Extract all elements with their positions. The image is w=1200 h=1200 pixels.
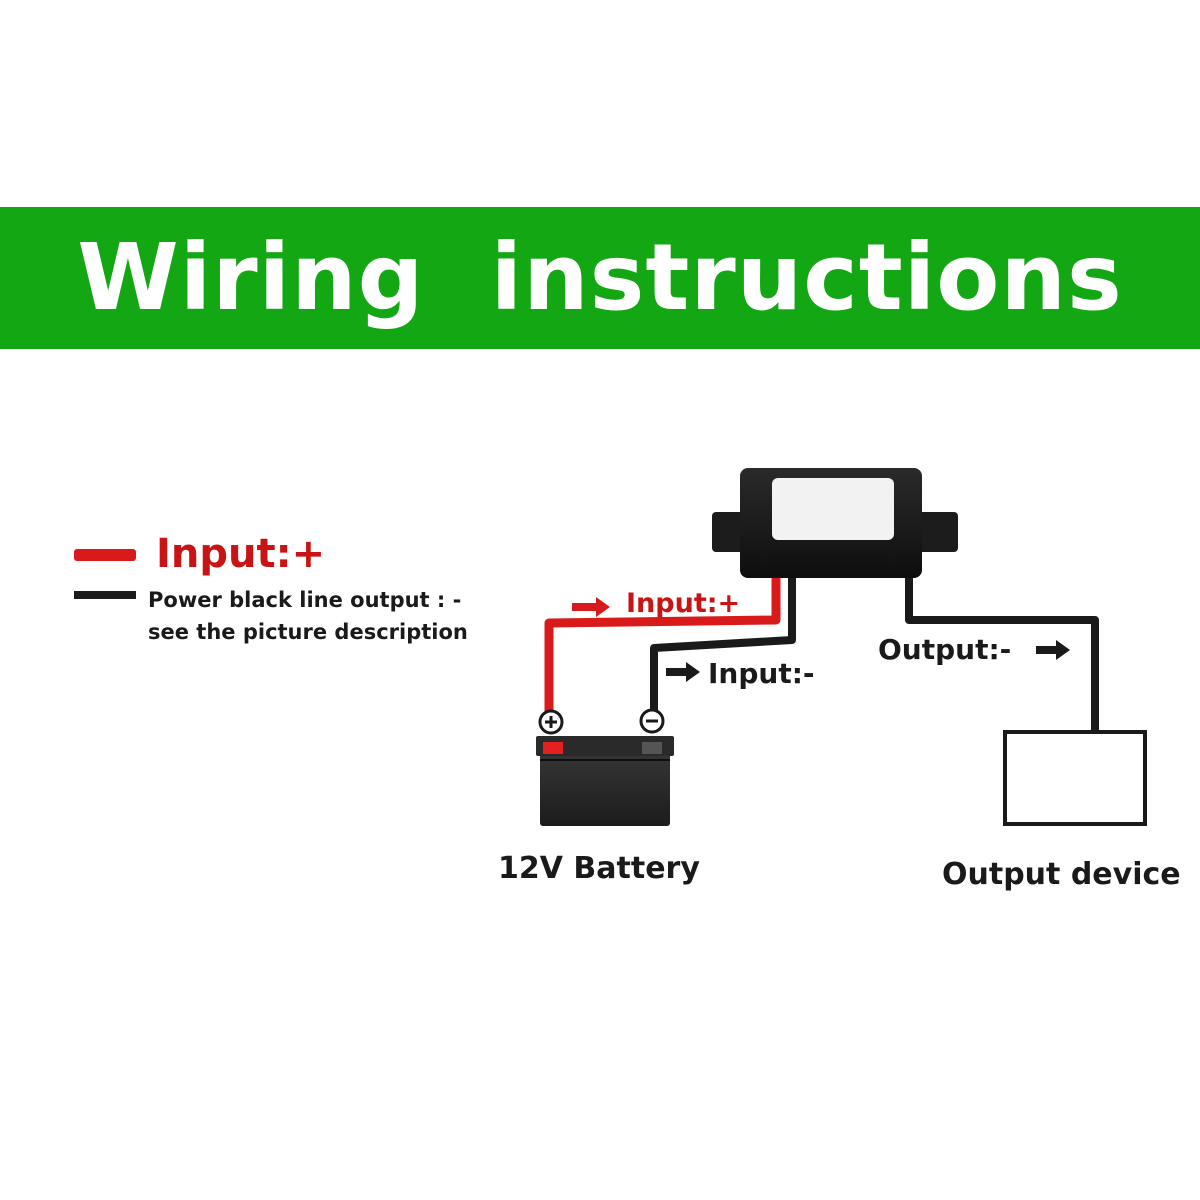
legend-black-text-2: see the picture description bbox=[148, 620, 468, 644]
legend-red-line bbox=[74, 549, 136, 561]
battery-positive-post bbox=[543, 742, 563, 754]
page-title: Wiring instructions bbox=[77, 224, 1123, 331]
battery-negative-post bbox=[642, 742, 662, 754]
output-device-box bbox=[1003, 730, 1147, 826]
input-minus-label: Input:- bbox=[708, 657, 815, 690]
minus-terminal-icon bbox=[639, 708, 665, 734]
converter-module bbox=[712, 468, 958, 578]
arrow-right-icon bbox=[572, 597, 610, 617]
module-right-tab bbox=[914, 512, 958, 552]
arrow-right-icon bbox=[1036, 640, 1070, 660]
arrow-right-icon bbox=[666, 662, 700, 682]
battery bbox=[536, 708, 674, 826]
plus-terminal-icon bbox=[538, 709, 564, 735]
output-device-label: Output device bbox=[942, 857, 1181, 892]
wire-labels: Input:+ Input:- Output:- bbox=[572, 588, 1070, 690]
battery-label: 12V Battery bbox=[498, 851, 700, 886]
legend-black-text-1: Power black line output : - bbox=[148, 588, 461, 612]
input-plus-label: Input:+ bbox=[626, 588, 740, 619]
legend: Input:+ Power black line output : - see … bbox=[74, 531, 468, 644]
black-input-wire bbox=[650, 578, 796, 716]
legend-input-plus-label: Input:+ bbox=[156, 531, 325, 577]
battery-body bbox=[540, 740, 670, 826]
wires bbox=[544, 578, 1099, 732]
red-input-wire bbox=[544, 578, 781, 714]
legend-black-line bbox=[74, 591, 136, 599]
output-minus-label: Output:- bbox=[878, 633, 1011, 666]
module-label-plate bbox=[772, 478, 894, 540]
black-output-wire bbox=[905, 578, 1099, 732]
battery-top bbox=[536, 736, 674, 756]
title-banner: Wiring instructions bbox=[0, 207, 1200, 349]
